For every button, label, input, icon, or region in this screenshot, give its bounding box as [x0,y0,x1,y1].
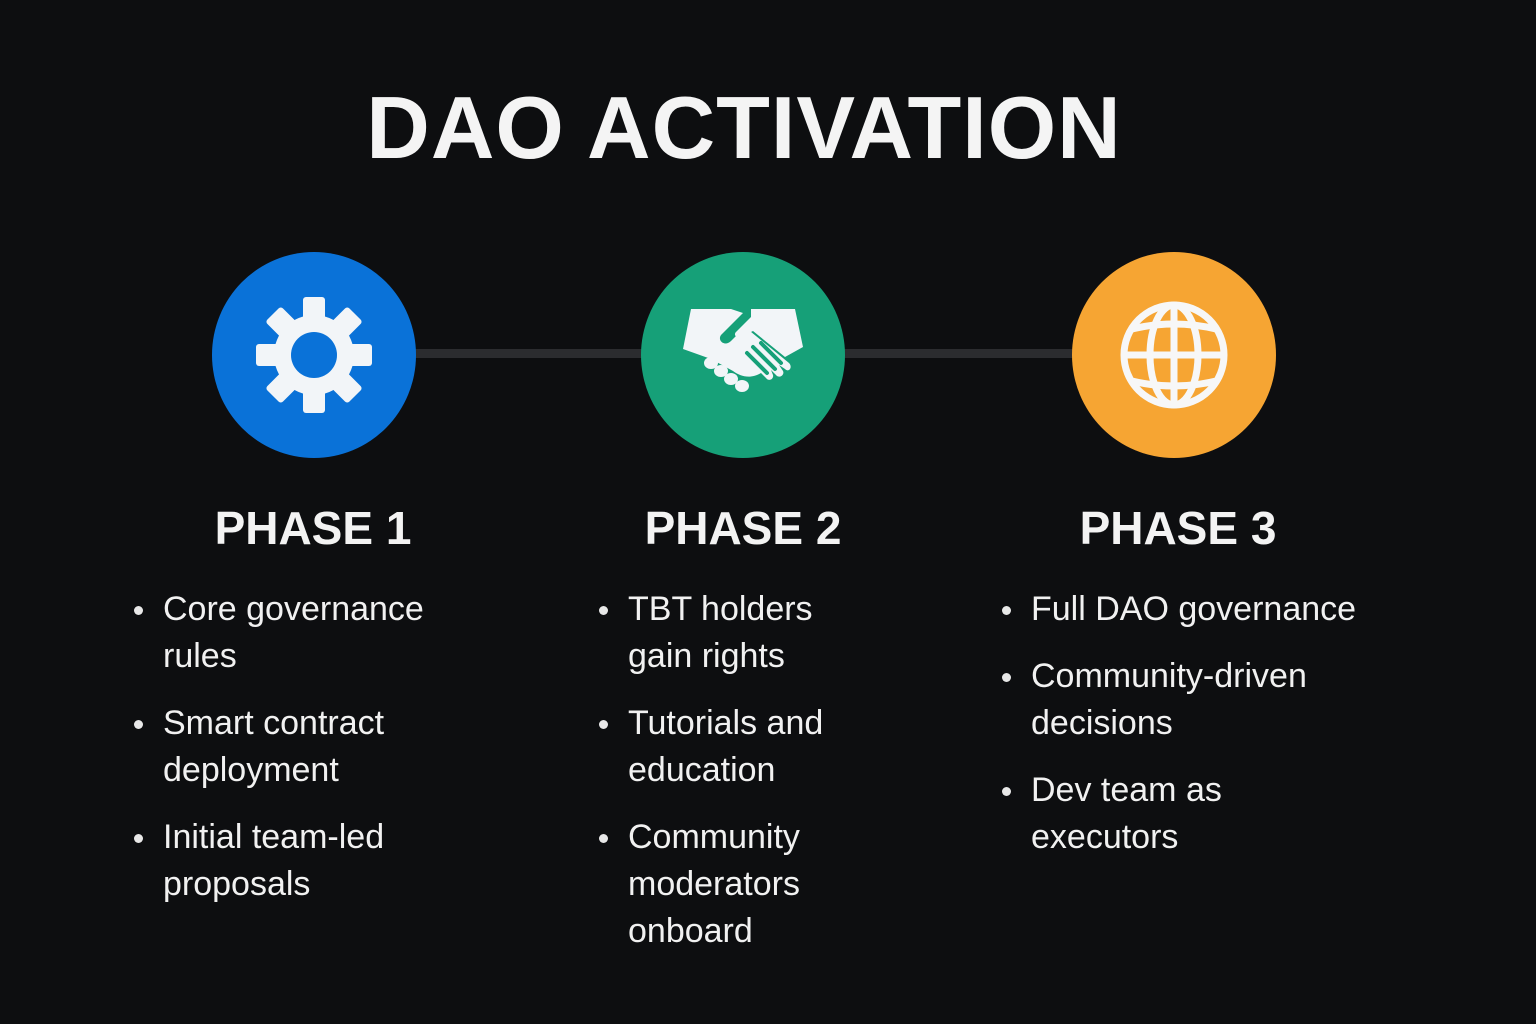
list-item: Dev team as executors [1002,767,1356,861]
bullet-icon [1002,606,1011,615]
list-item: Initial team-led proposals [134,814,424,908]
list-item: Community-driven decisions [1002,653,1356,747]
list-item: Community moderators onboard [599,814,823,955]
phase2-heading: PHASE 2 [644,502,842,554]
list-item: Full DAO governance [1002,586,1356,633]
bullet-icon [599,834,608,843]
phase2-circle [641,252,845,458]
bullet-icon [134,606,143,615]
gear-icon [256,297,372,413]
bullet-icon [1002,673,1011,682]
bullet-icon [1002,787,1011,796]
bullet-icon [134,834,143,843]
bullet-icon [134,720,143,729]
page-title: DAO ACTIVATION [366,78,1122,177]
phase1-heading: PHASE 1 [214,502,412,554]
handshake-icon [681,307,805,403]
list-item: Smart contract deployment [134,700,424,794]
connector-phase2-phase3 [842,349,1075,358]
list-item: Core governance rules [134,586,424,680]
list-item: Tutorials and education [599,700,823,794]
list-item: TBT holders gain rights [599,586,823,680]
bullet-icon [599,606,608,615]
phase2-bullet-list: TBT holders gain rights Tutorials and ed… [599,586,823,975]
phase3-bullet-list: Full DAO governance Community-driven dec… [1002,586,1356,881]
connector-phase1-phase2 [412,349,644,358]
phase3-heading: PHASE 3 [1079,502,1277,554]
phase1-bullet-list: Core governance rules Smart contract dep… [134,586,424,928]
phase1-circle [212,252,416,458]
globe-icon [1118,299,1230,411]
phase3-circle [1072,252,1276,458]
bullet-icon [599,720,608,729]
